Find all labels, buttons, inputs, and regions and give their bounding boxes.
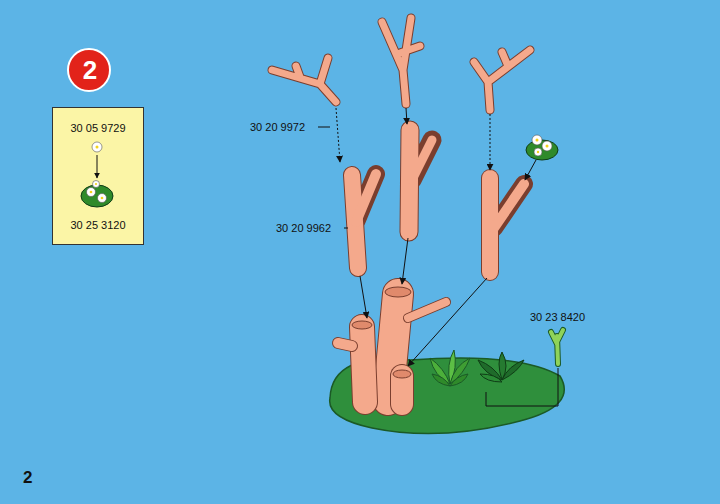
arrow xyxy=(406,108,407,124)
arrow xyxy=(360,276,367,318)
socket-hole xyxy=(393,370,411,378)
leaf xyxy=(450,374,468,386)
flower xyxy=(98,194,107,203)
step-badge: 2 xyxy=(67,48,111,92)
leader-line xyxy=(344,228,348,229)
arrow xyxy=(402,238,408,284)
flower xyxy=(534,148,542,156)
part-number: 30 25 3120 xyxy=(70,219,125,232)
trunk-arm xyxy=(408,302,446,318)
twig-edge xyxy=(272,58,336,102)
part-number-text: 30 20 9962 xyxy=(276,222,331,234)
flower-bush xyxy=(526,135,558,160)
flower-center xyxy=(101,197,104,200)
branch-pieces xyxy=(352,130,524,272)
step-number: 2 xyxy=(83,56,97,84)
page-number-text: 2 xyxy=(23,468,32,487)
arrow xyxy=(490,114,491,170)
tree-trunk xyxy=(338,294,446,404)
flower-center xyxy=(90,191,93,194)
flower xyxy=(532,135,542,145)
branch-edge xyxy=(409,130,432,232)
bush-leaves xyxy=(81,185,113,207)
arrow xyxy=(97,155,98,178)
sprout-edge xyxy=(551,330,563,364)
trunk-stub xyxy=(338,343,352,346)
flower-center xyxy=(96,146,99,149)
page-number: 2 xyxy=(23,468,32,487)
flower-center xyxy=(536,139,539,142)
plant xyxy=(430,350,470,386)
branch-edge xyxy=(490,178,524,272)
parts-panel: 30 05 9729 30 25 3120 xyxy=(52,107,144,245)
trunk-front xyxy=(391,376,413,404)
twig-edge xyxy=(382,18,420,104)
branch-edge xyxy=(352,174,376,268)
branch xyxy=(412,140,432,180)
twig xyxy=(474,50,530,110)
leaf xyxy=(480,374,502,382)
socket-hole xyxy=(352,321,372,329)
part-number: 30 05 9729 xyxy=(70,122,125,135)
flower-center xyxy=(95,183,97,185)
trunk-front-edge xyxy=(390,376,414,404)
twig xyxy=(382,18,420,104)
assembly-arrows xyxy=(318,108,558,406)
flower xyxy=(87,188,96,197)
branch xyxy=(494,184,524,228)
leader-line xyxy=(318,127,330,128)
twig xyxy=(272,58,336,102)
leaf xyxy=(502,360,524,380)
arrow xyxy=(525,160,536,180)
socket-hole xyxy=(385,287,411,297)
arrow xyxy=(336,108,340,162)
part-number: 30 20 9962 xyxy=(276,222,331,235)
twig-edge xyxy=(474,50,530,110)
flower-center xyxy=(546,145,549,148)
flower xyxy=(92,142,102,152)
leaves xyxy=(526,140,558,160)
leaf xyxy=(432,374,450,386)
plant xyxy=(478,352,524,382)
flower xyxy=(542,141,552,151)
flower xyxy=(93,181,100,188)
trunk-stub-edge xyxy=(338,343,352,346)
sprout xyxy=(551,330,563,364)
part-number-text: 30 23 8420 xyxy=(530,311,585,323)
flower-center xyxy=(537,151,539,153)
trunk-left xyxy=(362,327,365,402)
trunk-arm-edge xyxy=(408,302,446,318)
twigs xyxy=(272,18,530,110)
part-number-text: 30 20 9972 xyxy=(250,121,305,133)
part-number: 30 23 8420 xyxy=(530,311,585,324)
trunk-left-edge xyxy=(362,327,365,402)
part-number: 30 20 9972 xyxy=(250,121,305,134)
branch xyxy=(356,174,376,222)
arrow xyxy=(408,278,487,366)
